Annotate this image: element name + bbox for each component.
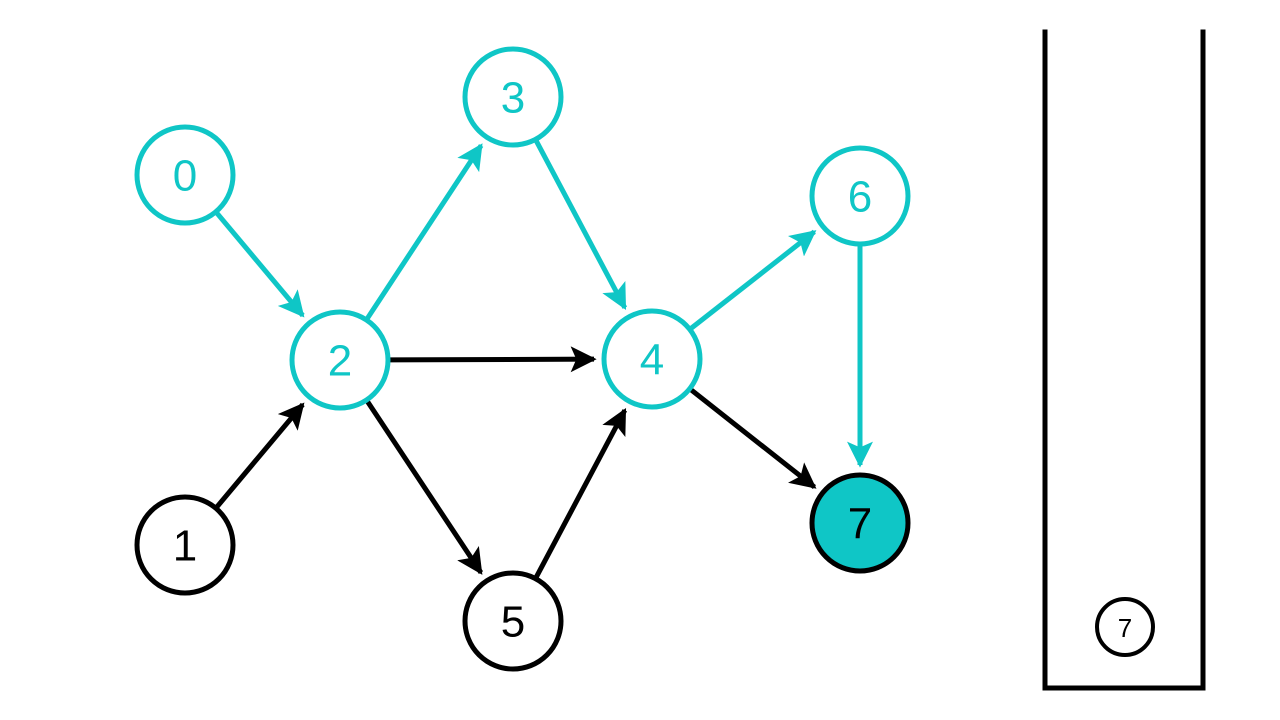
node-circle-2: [289, 309, 391, 411]
graph-node-4[interactable]: 4: [601, 308, 703, 410]
graph-node-6[interactable]: 6: [809, 145, 911, 247]
graph-node-3[interactable]: 3: [462, 46, 564, 148]
edge-4-to-6: [689, 229, 817, 331]
node-label-0: 0: [173, 152, 197, 201]
edge-3-to-4: [533, 139, 628, 311]
graph-node-2[interactable]: 2: [289, 309, 391, 411]
node-label-3: 3: [501, 74, 525, 123]
node-circle-4: [601, 308, 703, 410]
graph-node-1[interactable]: 1: [134, 494, 236, 596]
stack-item-circle: [1095, 597, 1155, 657]
edge-4-to-7: [688, 387, 817, 490]
node-label-1: 1: [173, 522, 197, 571]
edges-layer: [214, 139, 873, 579]
edge-5-to-4: [533, 407, 628, 579]
edge-2-to-5: [364, 399, 484, 575]
graph-node-0[interactable]: 0: [134, 124, 236, 226]
edge-2-to-3: [364, 143, 484, 321]
edge-2-to-4: [388, 346, 597, 373]
node-label-5: 5: [501, 598, 525, 647]
node-circle-0: [134, 124, 236, 226]
node-circle-3: [462, 46, 564, 148]
node-circle-1: [134, 494, 236, 596]
graph-node-7[interactable]: 7: [809, 472, 911, 574]
graph-node-5[interactable]: 5: [462, 570, 564, 672]
stack-layer: 7: [1042, 29, 1206, 691]
node-circle-6: [809, 145, 911, 247]
edge-0-to-2: [214, 210, 305, 318]
stack-items: 7: [1095, 597, 1155, 657]
edge-1-to-2: [214, 402, 305, 510]
node-label-4: 4: [640, 336, 664, 385]
node-label-2: 2: [328, 337, 352, 386]
node-circle-7: [809, 472, 911, 574]
stack-outline: [1042, 29, 1206, 691]
node-label-7: 7: [848, 500, 872, 549]
stack-item[interactable]: 7: [1095, 597, 1155, 657]
node-label-6: 6: [848, 173, 872, 222]
stack-item-label: 7: [1118, 613, 1132, 643]
nodes-layer: 0 1 2 3 4 5 6 7: [134, 46, 911, 672]
node-circle-5: [462, 570, 564, 672]
